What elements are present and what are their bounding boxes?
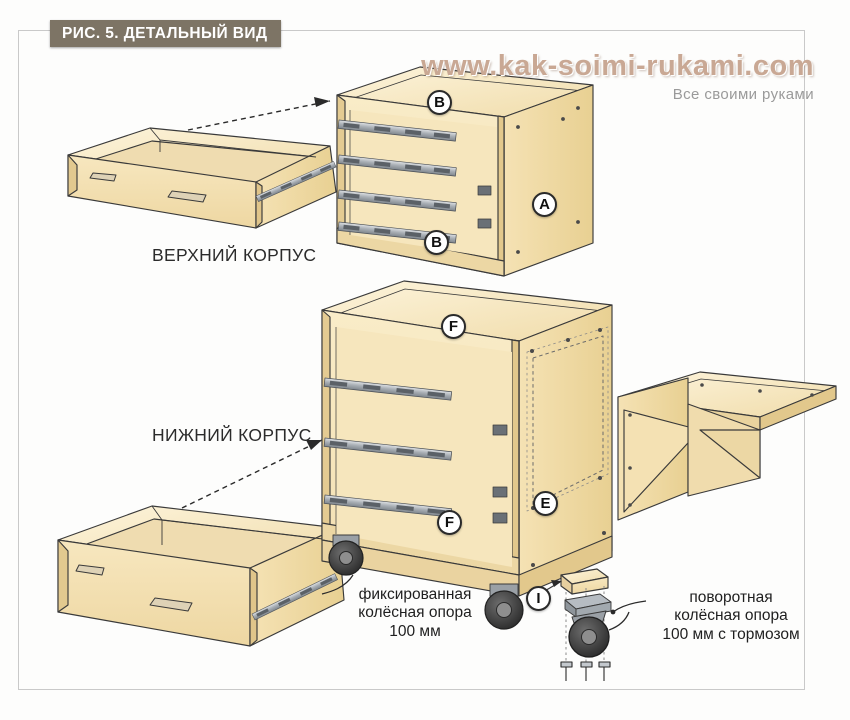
note-swivel-caster: поворотная колёсная опора 100 мм с тормо… xyxy=(662,589,800,643)
label-lower-case: НИЖНИЙ КОРПУС xyxy=(152,425,312,445)
label-upper-case: ВЕРХНИЙ КОРПУС xyxy=(152,245,317,265)
callout-b-bottom[interactable]: B xyxy=(424,230,449,255)
shelf-bracket xyxy=(617,371,837,521)
lower-cabinet xyxy=(321,280,613,597)
upper-drawer xyxy=(67,127,337,229)
note-fixed-caster: фиксированная колёсная опора 100 мм xyxy=(358,586,472,640)
callout-f-top[interactable]: F xyxy=(441,314,466,339)
callout-f-bottom[interactable]: F xyxy=(437,510,462,535)
caster-fixed-left xyxy=(328,534,364,576)
callout-e-side[interactable]: E xyxy=(533,491,558,516)
callout-a-side[interactable]: A xyxy=(532,192,557,217)
figure-frame xyxy=(18,30,805,690)
exploded-swivel-caster xyxy=(542,568,647,681)
leader-upper xyxy=(187,100,331,131)
callout-b-top[interactable]: B xyxy=(427,90,452,115)
lower-drawer xyxy=(57,505,345,647)
caster-fixed-right xyxy=(484,583,524,630)
leader-lower xyxy=(181,439,323,509)
figure-title: РИС. 5. ДЕТАЛЬНЫЙ ВИД xyxy=(50,20,282,47)
callout-i-caster[interactable]: I xyxy=(526,586,551,611)
upper-cabinet xyxy=(336,66,594,277)
